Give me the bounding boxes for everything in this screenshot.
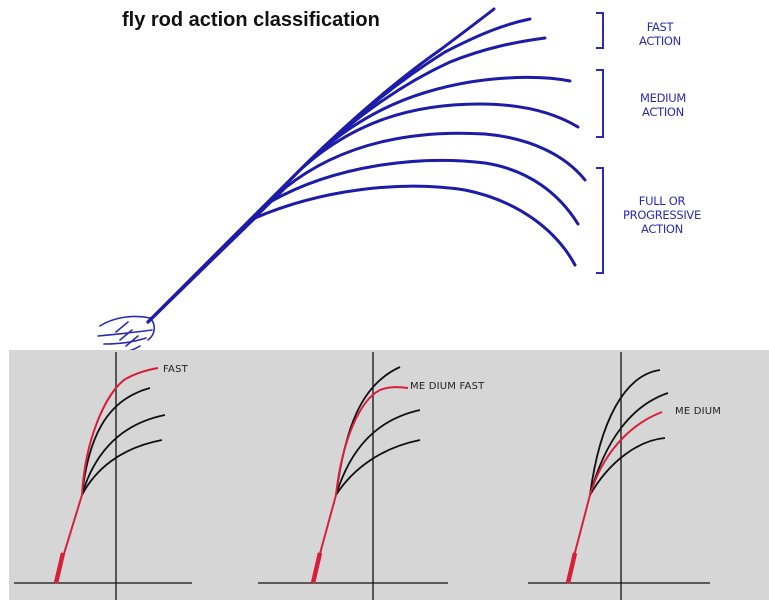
label-line: MEDIUM bbox=[640, 91, 686, 105]
comparison-panel bbox=[9, 350, 769, 600]
label-medium-action: MEDIUM ACTION bbox=[628, 91, 698, 119]
handle bbox=[310, 552, 323, 584]
label-line: PROGRESSIVE bbox=[623, 208, 701, 222]
medium-fast-diagram bbox=[258, 352, 448, 600]
rod-curve-full-1 bbox=[146, 131, 587, 324]
label-line: ACTION bbox=[641, 222, 683, 236]
label-line: FULL OR bbox=[638, 194, 686, 208]
rod-curve-medium-1 bbox=[146, 75, 572, 324]
handle bbox=[53, 552, 66, 584]
rod-curve-medium-2 bbox=[146, 102, 580, 324]
label-fast-action: FAST ACTION bbox=[630, 20, 690, 48]
bracket-medium bbox=[596, 69, 604, 138]
highlight-curve bbox=[54, 367, 159, 584]
label-line: ACTION bbox=[642, 105, 684, 119]
handle bbox=[565, 552, 578, 584]
panel-label-medium-fast: ME DIUM FAST bbox=[410, 381, 485, 392]
panel-label-medium: ME DIUM bbox=[675, 406, 722, 417]
bracket-fast bbox=[596, 12, 604, 49]
highlight-curve bbox=[566, 411, 663, 584]
label-full-action: FULL OR PROGRESSIVE ACTION bbox=[607, 194, 717, 236]
rod-bend-diagram bbox=[97, 7, 604, 350]
label-line: FAST bbox=[646, 20, 674, 34]
fast-diagram bbox=[14, 352, 192, 600]
medium-diagram bbox=[528, 352, 710, 600]
hand-icon bbox=[97, 315, 156, 350]
rod-curve-full-3 bbox=[146, 184, 577, 324]
highlight-curve bbox=[311, 386, 409, 584]
diagram-title: fly rod action classification bbox=[122, 9, 380, 31]
bracket-full bbox=[596, 167, 604, 274]
rod-curve-full-2 bbox=[146, 158, 580, 324]
label-line: ACTION bbox=[639, 34, 681, 48]
panel-label-fast: FAST bbox=[163, 364, 188, 375]
